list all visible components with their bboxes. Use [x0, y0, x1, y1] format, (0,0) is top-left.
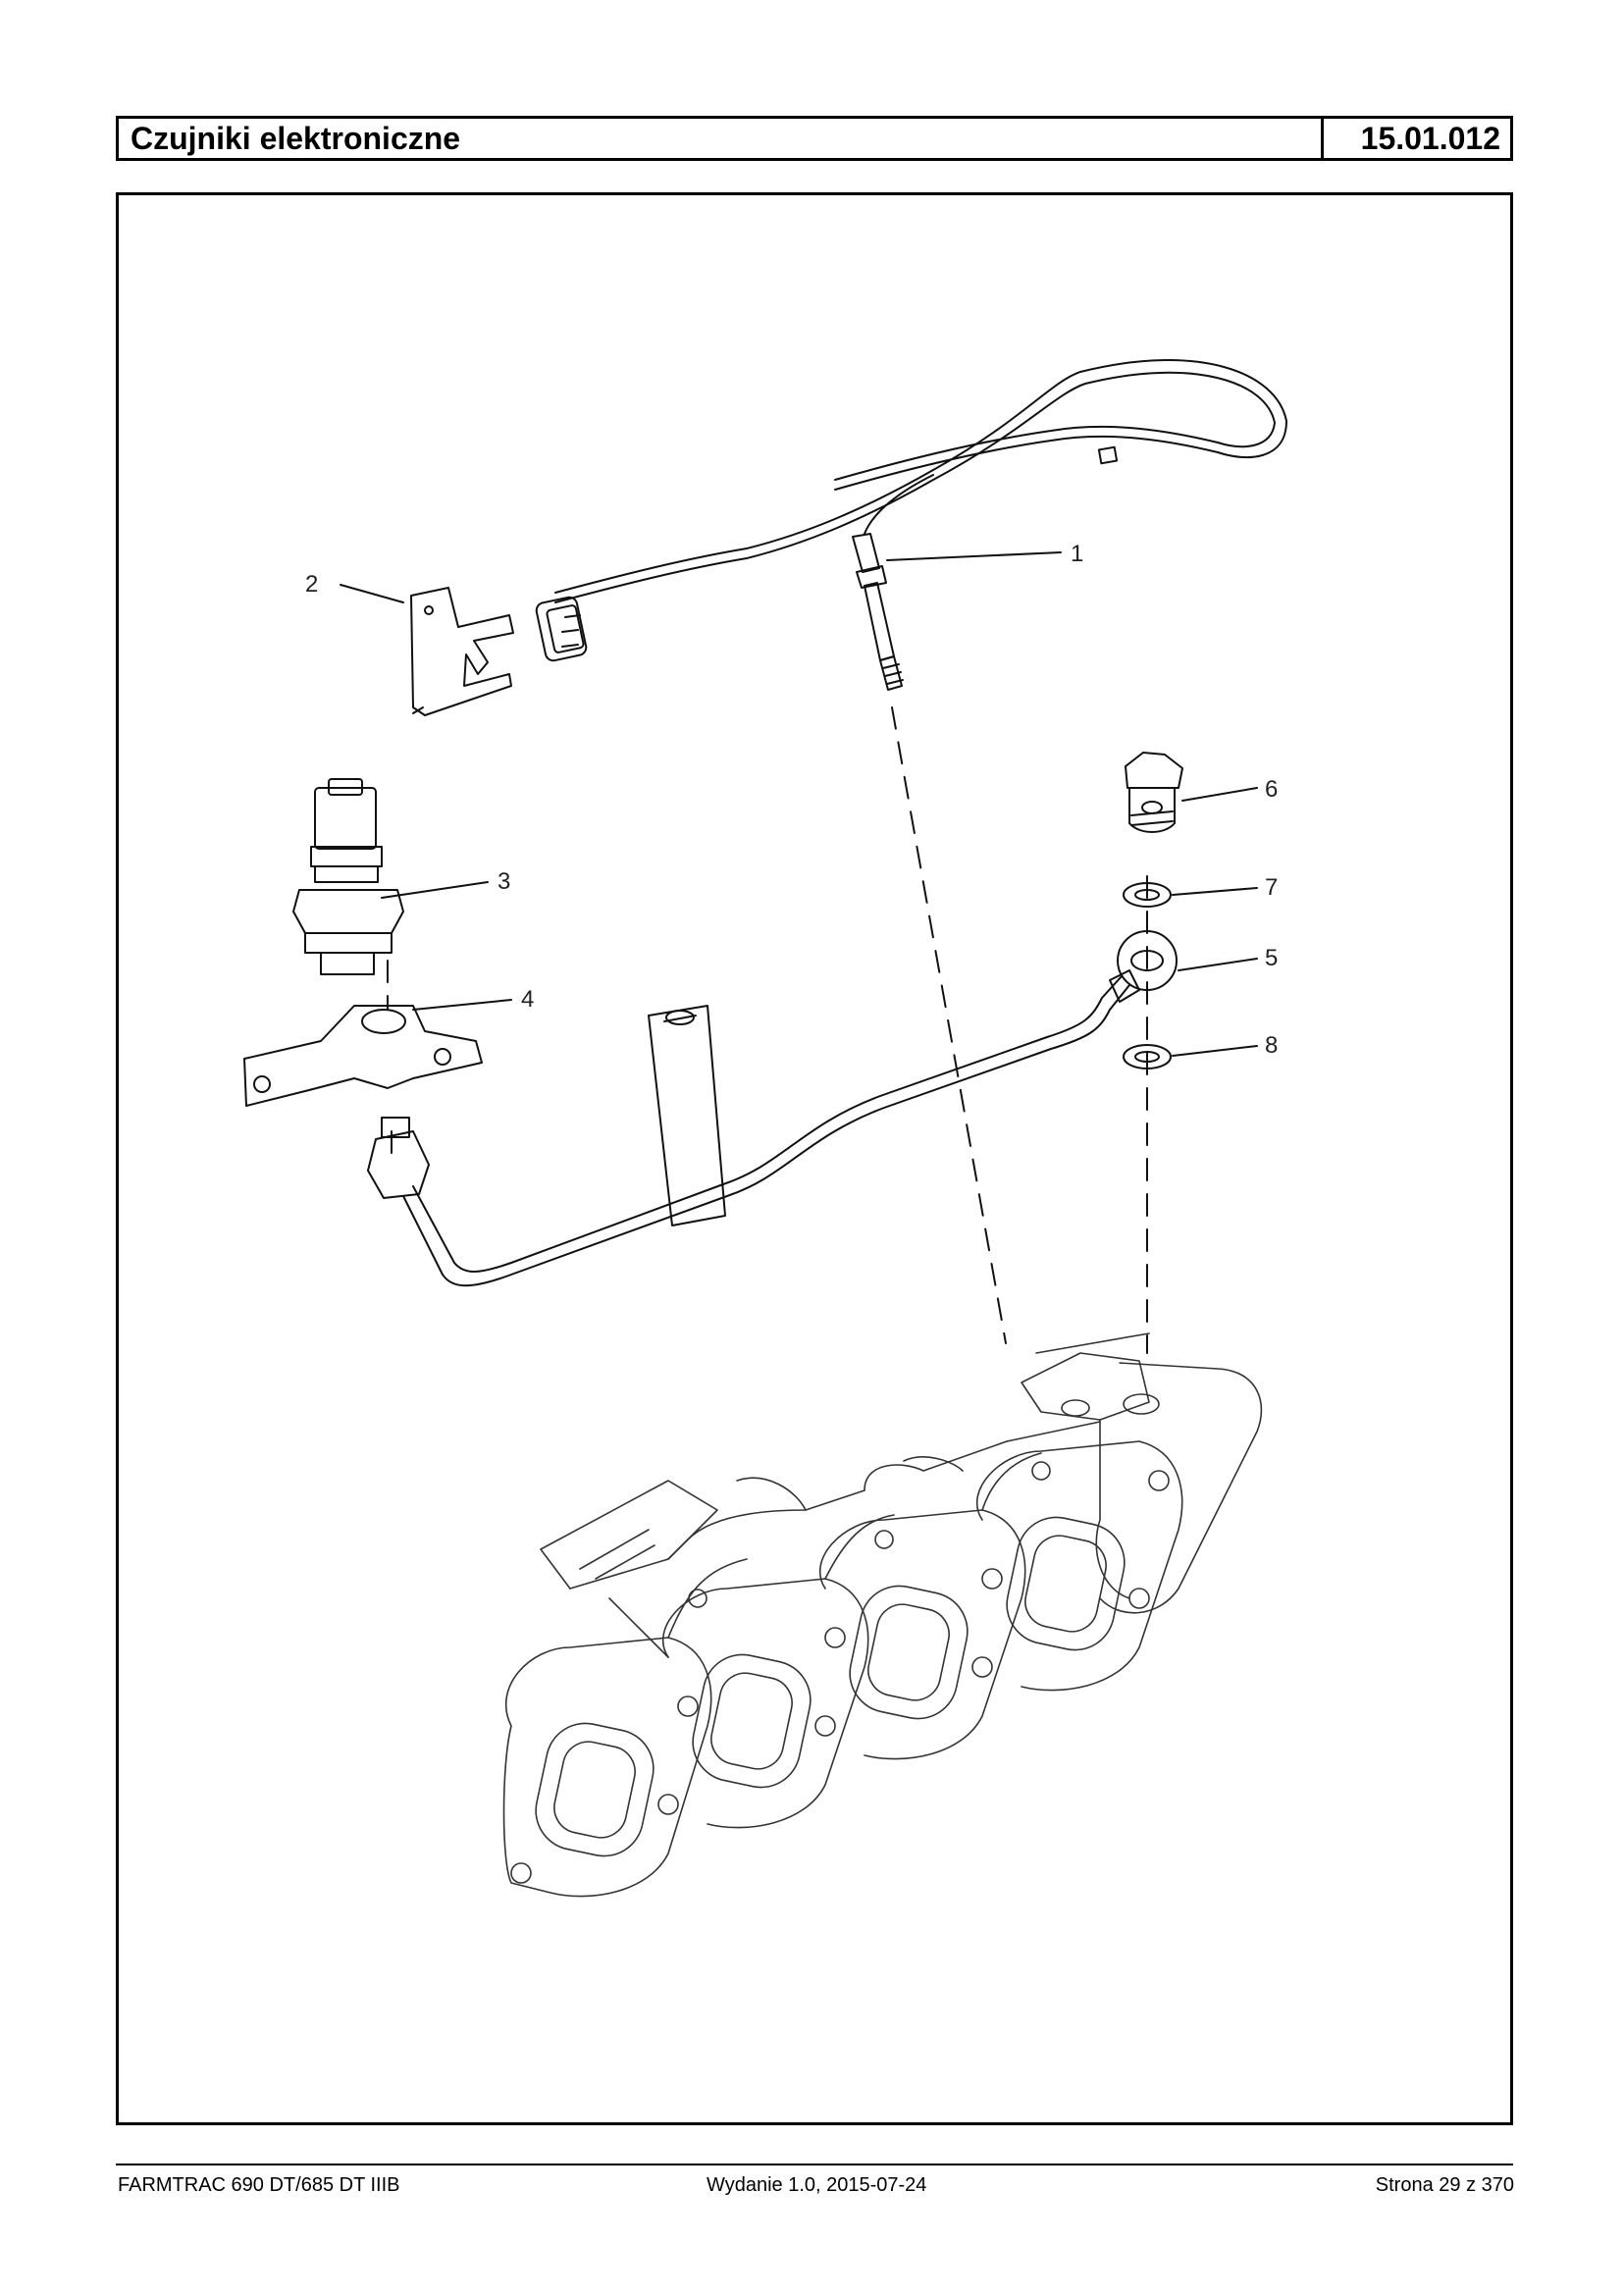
callout-7: 7 — [1265, 874, 1278, 901]
callout-6: 6 — [1265, 776, 1278, 803]
footer-rule — [116, 2164, 1513, 2165]
page-title: Czujniki elektroniczne — [119, 119, 1324, 158]
footer-model: FARMTRAC 690 DT/685 DT IIIB — [118, 2174, 400, 2196]
alignment-lines — [387, 706, 1148, 1354]
page-header: Czujniki elektroniczne 15.01.012 — [116, 116, 1513, 161]
footer-edition: Wydanie 1.0, 2015-07-24 — [707, 2174, 927, 2196]
callout-3: 3 — [498, 868, 510, 895]
callout-2: 2 — [305, 571, 318, 598]
part-4-mounting-bracket: 4 — [243, 986, 534, 1107]
section-code: 15.01.012 — [1360, 121, 1500, 156]
part-8-washer: 8 — [1123, 1032, 1278, 1069]
callout-4: 4 — [521, 986, 534, 1013]
callout-5: 5 — [1265, 945, 1278, 971]
callout-8: 8 — [1265, 1032, 1278, 1059]
parts-diagram-frame: 1 2 3 — [116, 192, 1513, 2125]
part-1-temperature-sensor: 1 — [535, 359, 1287, 691]
part-7-washer: 7 — [1123, 874, 1278, 908]
part-2-bracket: 2 — [305, 571, 514, 716]
part-5-pipe-assembly: 5 — [367, 930, 1278, 1287]
part-6-banjo-bolt: 6 — [1125, 752, 1278, 833]
callout-1: 1 — [1071, 541, 1083, 567]
footer-page-number: Strona 29 z 370 — [1375, 2174, 1514, 2196]
part-3-pressure-sensor: 3 — [292, 778, 510, 975]
exploded-parts-diagram: 1 2 3 — [243, 359, 1287, 1898]
exhaust-manifold — [502, 1332, 1263, 1898]
